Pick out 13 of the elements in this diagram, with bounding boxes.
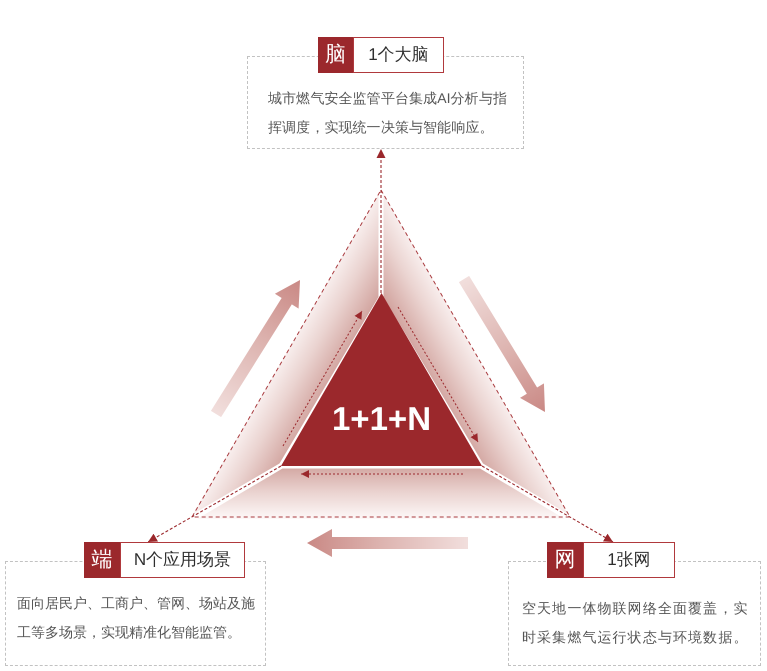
heading-tag: 1张网 — [583, 542, 675, 578]
heading-tag: 1个大脑 — [353, 37, 444, 73]
description-text: 城市燃气安全监管平台集成AI分析与指挥调度，实现统一决策与智能响应。 — [268, 89, 508, 137]
heading-tag: N个应用场景 — [120, 542, 245, 578]
connector-arrow — [148, 466, 282, 542]
title-badge: 端 — [84, 542, 120, 578]
description-text: 空天地一体物联网络全面覆盖，实时采集燃气运行状态与环境数据。 — [522, 599, 750, 647]
title-badge: 网 — [547, 542, 583, 578]
connector-arrow — [376, 149, 386, 293]
connector-arrow — [482, 466, 614, 542]
triangle-label: 1+1+N — [332, 401, 432, 437]
title-badge: 脑 — [318, 37, 353, 73]
description-text: 面向居民户、工商户、管网、场站及施工等多场景，实现精准化智能监管。 — [17, 594, 256, 642]
